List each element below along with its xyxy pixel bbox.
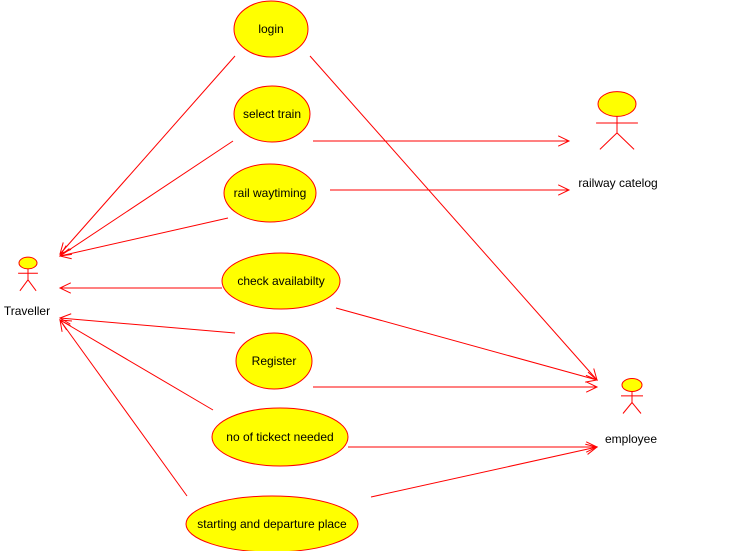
use-case-label: no of tickect needed (226, 430, 333, 444)
association-select_train-traveller (59, 140, 234, 257)
use-case-check-availability[interactable]: check availabilty (221, 252, 341, 310)
use-case-select-train[interactable]: select train (233, 85, 311, 143)
association-tickets_needed-traveller (59, 319, 214, 411)
use-case-ellipse (223, 163, 317, 223)
association-line (59, 317, 236, 334)
arrowhead (58, 313, 72, 325)
use-case-label: check availabilty (237, 274, 324, 288)
arrowhead (585, 381, 599, 393)
association-check_availability-employee (335, 307, 599, 383)
use-case-ellipse (221, 252, 341, 310)
use-case-places[interactable]: starting and departure place (185, 495, 359, 551)
association-line (59, 319, 214, 411)
association-login-traveller (59, 55, 236, 255)
arrowhead (58, 248, 72, 260)
actor-label: employee (605, 432, 657, 446)
arrowhead (58, 282, 72, 294)
association-places-traveller (59, 319, 188, 497)
association-register-traveller (58, 313, 236, 334)
use-case-ellipse (233, 0, 309, 58)
use-case-label: rail waytiming (234, 186, 307, 200)
association-lines (58, 55, 599, 498)
use-case-ellipse (233, 85, 311, 143)
stick-figure-icon (18, 256, 38, 292)
stick-figure-icon (596, 91, 638, 150)
arrowhead (557, 135, 571, 147)
use-case-label: Register (252, 354, 297, 368)
association-line (59, 55, 236, 255)
use-case-register[interactable]: Register (235, 332, 313, 390)
association-line (370, 446, 598, 498)
association-line (59, 140, 234, 257)
actor-label: railway catelog (578, 176, 657, 190)
use-case-ellipse (185, 495, 359, 551)
use-case-ellipse (235, 332, 313, 390)
association-line (59, 217, 229, 257)
use-case-tickets-needed[interactable]: no of tickect needed (211, 407, 349, 467)
use-case-label: login (258, 22, 283, 36)
association-line (335, 307, 598, 381)
arrowhead (585, 371, 599, 383)
use-case-login[interactable]: login (233, 0, 309, 58)
actor-traveller[interactable]: Traveller (4, 256, 50, 318)
association-line (309, 55, 598, 381)
association-places-employee (370, 443, 599, 498)
actor-employee[interactable]: employee (605, 378, 657, 447)
association-login-employee (309, 55, 598, 381)
association-check_availability-traveller (58, 282, 222, 294)
use-cases: login select train rail waytiming check ava… (185, 0, 359, 551)
actor-label: Traveller (4, 304, 50, 318)
use-case-railway-timing[interactable]: rail waytiming (223, 163, 317, 223)
stick-figure-icon (621, 378, 643, 414)
arrowhead (59, 319, 71, 332)
use-case-ellipse (211, 407, 349, 467)
association-tickets_needed-employee (348, 441, 599, 453)
use-case-label: starting and departure place (197, 517, 347, 531)
association-select_train-railway (313, 135, 571, 147)
actors: Traveller railway catelog employee (4, 91, 658, 447)
use-case-label: select train (243, 107, 301, 121)
arrowhead (585, 443, 599, 455)
association-railway_timing-traveller (58, 217, 229, 260)
association-register-employee (313, 381, 599, 393)
association-line (59, 319, 188, 497)
actor-railway[interactable]: railway catelog (578, 91, 658, 190)
association-railway_timing-railway (330, 184, 571, 196)
arrowhead (557, 184, 571, 196)
